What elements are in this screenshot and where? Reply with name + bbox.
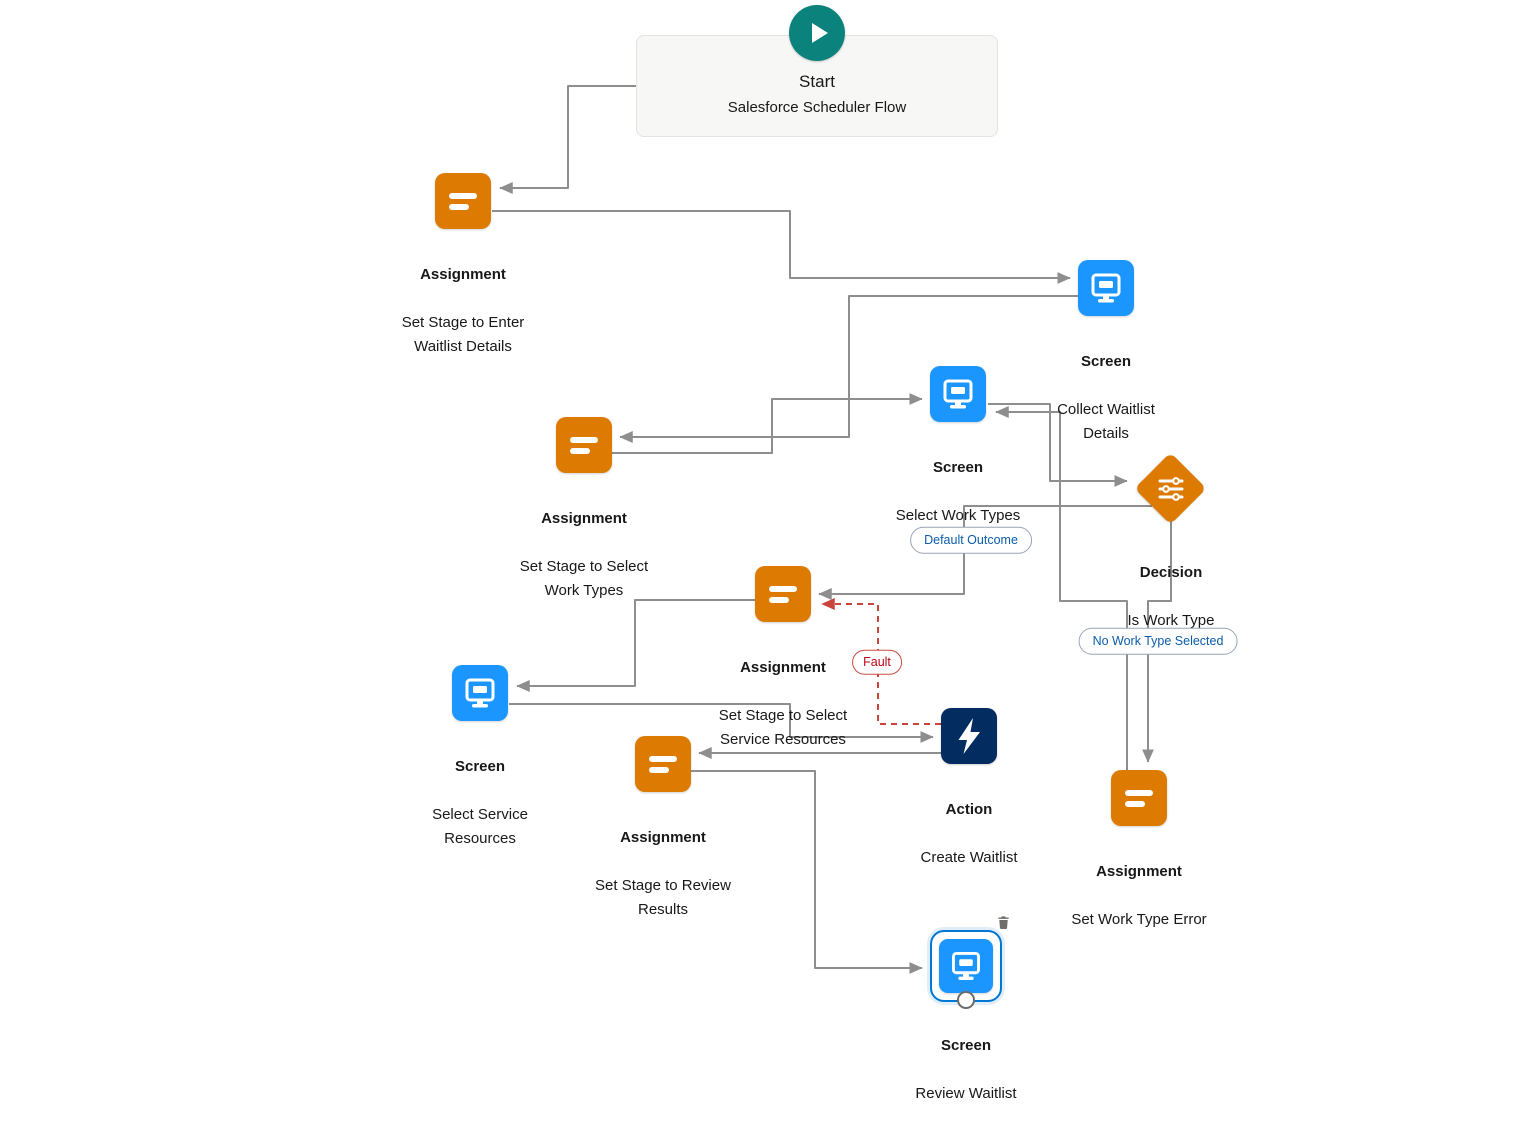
decision-glyph [1158, 477, 1184, 501]
node-create-waitlist[interactable]: Action Create Waitlist [921, 708, 1017, 866]
assignment-icon [556, 417, 612, 473]
trash-icon[interactable] [996, 915, 1011, 930]
node-name-label: Set Stage to Review Results [595, 877, 731, 918]
conn-set-stage-work-types-to-select-work-types[interactable] [612, 393, 923, 454]
assignment-icon [1111, 770, 1167, 826]
node-label: Decision Is Work Type Selected [1073, 537, 1269, 681]
node-label: Screen Select Work Types [860, 432, 1056, 552]
conn-no-work-type-to-set-work-type-error[interactable] [1142, 521, 1172, 763]
conn-set-work-type-error-loopback[interactable] [995, 406, 1128, 770]
node-type-label: Screen [932, 459, 984, 476]
selection-ring [930, 916, 1009, 1009]
node-is-work-type-selected[interactable]: Decision Is Work Type Selected [1128, 452, 1214, 653]
conn-set-stage-review-to-review-waitlist[interactable] [691, 770, 923, 974]
node-label: Assignment Set Stage to Select Work Type… [486, 483, 682, 627]
node-select-service-resources[interactable]: Screen Select Service Resources [432, 665, 528, 847]
node-name-label: Set Stage to Select Work Types [519, 558, 649, 599]
node-name-label: Collect Waitlist Details [1057, 401, 1155, 442]
play-triangle [811, 23, 828, 43]
conn-start-to-set-stage-enter[interactable] [499, 85, 637, 194]
node-type-label: Screen [454, 758, 506, 775]
node-type-label: Assignment [620, 829, 706, 846]
node-type-label: Assignment [740, 659, 826, 676]
node-name-label: Review Waitlist [915, 1085, 1017, 1102]
node-name-label: Select Service Resources [432, 806, 528, 847]
screen-icon [1078, 260, 1134, 316]
node-label: Screen Collect Waitlist Details [1008, 326, 1204, 470]
conn-collect-details-to-set-stage-work-types[interactable] [619, 295, 1078, 443]
node-set-work-type-error[interactable]: Assignment Set Work Type Error [1071, 770, 1207, 928]
lightning-icon [941, 708, 997, 764]
screen-icon [939, 939, 993, 993]
start-subtitle: Salesforce Scheduler Flow [727, 99, 907, 116]
play-icon[interactable] [789, 5, 845, 61]
connector-label-fault[interactable]: Fault [852, 649, 902, 675]
node-set-stage-select-service-resources[interactable]: Assignment Set Stage to Select Service R… [719, 566, 847, 748]
node-label: Action Create Waitlist [871, 774, 1067, 894]
node-select-work-types[interactable]: Screen Select Work Types [896, 366, 1020, 524]
screen-icon [930, 366, 986, 422]
node-label: Assignment Set Stage to Select Service R… [685, 632, 881, 776]
node-type-label: Assignment [1096, 863, 1182, 880]
node-type-label: Screen [940, 1037, 992, 1054]
node-name-label: Select Work Types [895, 507, 1021, 524]
node-label: Screen Review Waitlist [868, 1010, 1064, 1123]
conn-select-service-to-create-waitlist[interactable] [509, 703, 934, 743]
assignment-icon [435, 173, 491, 229]
conn-set-stage-enter-to-collect-details[interactable] [492, 210, 1071, 284]
node-name-label: Set Work Type Error [1071, 911, 1207, 928]
node-label: Assignment Set Stage to Review Results [565, 802, 761, 946]
screen-icon [452, 665, 508, 721]
node-type-label: Screen [1080, 353, 1132, 370]
connector-label-no-work-type-selected[interactable]: No Work Type Selected [1078, 627, 1238, 655]
node-type-label: Decision [1139, 564, 1203, 581]
start-title: Start [799, 72, 835, 91]
node-name-label: Create Waitlist [920, 849, 1018, 866]
node-type-label: Action [945, 801, 993, 818]
node-set-stage-enter-waitlist[interactable]: Assignment Set Stage to Enter Waitlist D… [402, 173, 524, 355]
connector-label-default-outcome[interactable]: Default Outcome [910, 526, 1032, 554]
node-name-label: Set Stage to Select Service Resources [718, 707, 848, 748]
assignment-icon [635, 736, 691, 792]
node-set-stage-review-results[interactable]: Assignment Set Stage to Review Results [595, 736, 731, 918]
node-set-stage-select-work-types[interactable]: Assignment Set Stage to Select Work Type… [520, 417, 648, 599]
node-label: Assignment Set Work Type Error [1041, 836, 1237, 956]
node-label: Assignment Set Stage to Enter Waitlist D… [365, 239, 561, 383]
conn-select-work-types-to-decision[interactable] [988, 403, 1128, 487]
node-name-label: Set Stage to Enter Waitlist Details [401, 314, 525, 355]
connector-handle[interactable] [957, 991, 975, 1009]
node-collect-waitlist-details[interactable]: Screen Collect Waitlist Details [1057, 260, 1155, 442]
assignment-icon [755, 566, 811, 622]
conn-set-stage-service-to-select-service[interactable] [516, 599, 755, 692]
node-type-label: Assignment [420, 266, 506, 283]
node-type-label: Assignment [541, 510, 627, 527]
node-label: Screen Select Service Resources [382, 731, 578, 875]
